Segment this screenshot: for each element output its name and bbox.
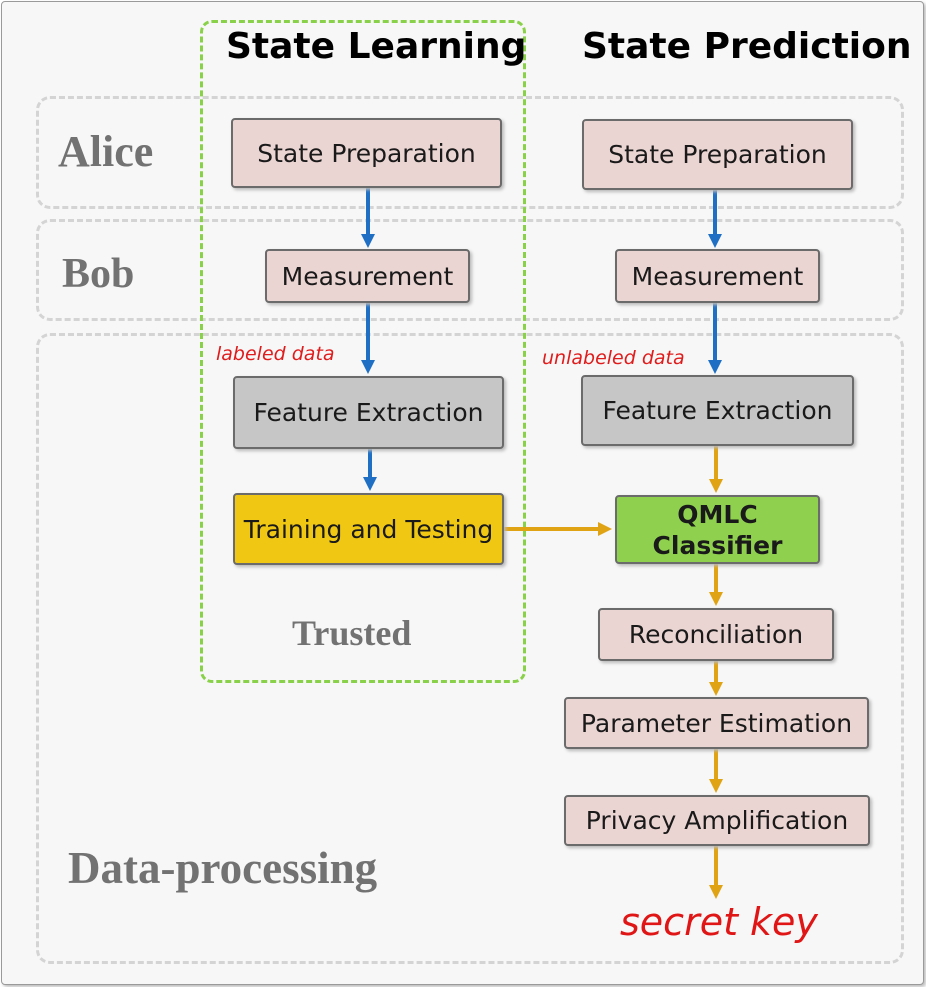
alice-region (36, 96, 904, 209)
training-testing-box: Training and Testing (233, 493, 504, 565)
bob-region (36, 219, 904, 321)
state-learning-header: State Learning (226, 26, 527, 67)
data-processing-region (36, 333, 904, 964)
classifier-line2: Classifier (652, 530, 783, 560)
learning-measurement-box: Measurement (265, 249, 470, 303)
reconciliation-box: Reconciliation (598, 608, 834, 661)
unlabeled-data-label: unlabeled data (542, 347, 685, 369)
state-prediction-header: State Prediction (582, 26, 912, 67)
learning-state-preparation-box: State Preparation (231, 118, 502, 188)
alice-label: Alice (58, 127, 154, 176)
parameter-estimation-box: Parameter Estimation (564, 697, 869, 749)
secret-key-label: secret key (620, 900, 818, 944)
privacy-amplification-box: Privacy Amplification (564, 795, 870, 846)
labeled-data-label: labeled data (216, 343, 335, 365)
prediction-feature-extraction-box: Feature Extraction (581, 375, 854, 446)
prediction-state-preparation-box: State Preparation (582, 119, 853, 190)
learning-feature-extraction-box: Feature Extraction (233, 376, 504, 449)
trusted-label: Trusted (292, 613, 412, 653)
trusted-region (200, 20, 526, 683)
qmlc-classifier-box: QMLC Classifier (615, 495, 820, 564)
data-processing-label: Data-processing (68, 843, 378, 893)
classifier-line1: QMLC (677, 499, 758, 529)
prediction-measurement-box: Measurement (615, 249, 820, 303)
bob-label: Bob (62, 251, 135, 297)
